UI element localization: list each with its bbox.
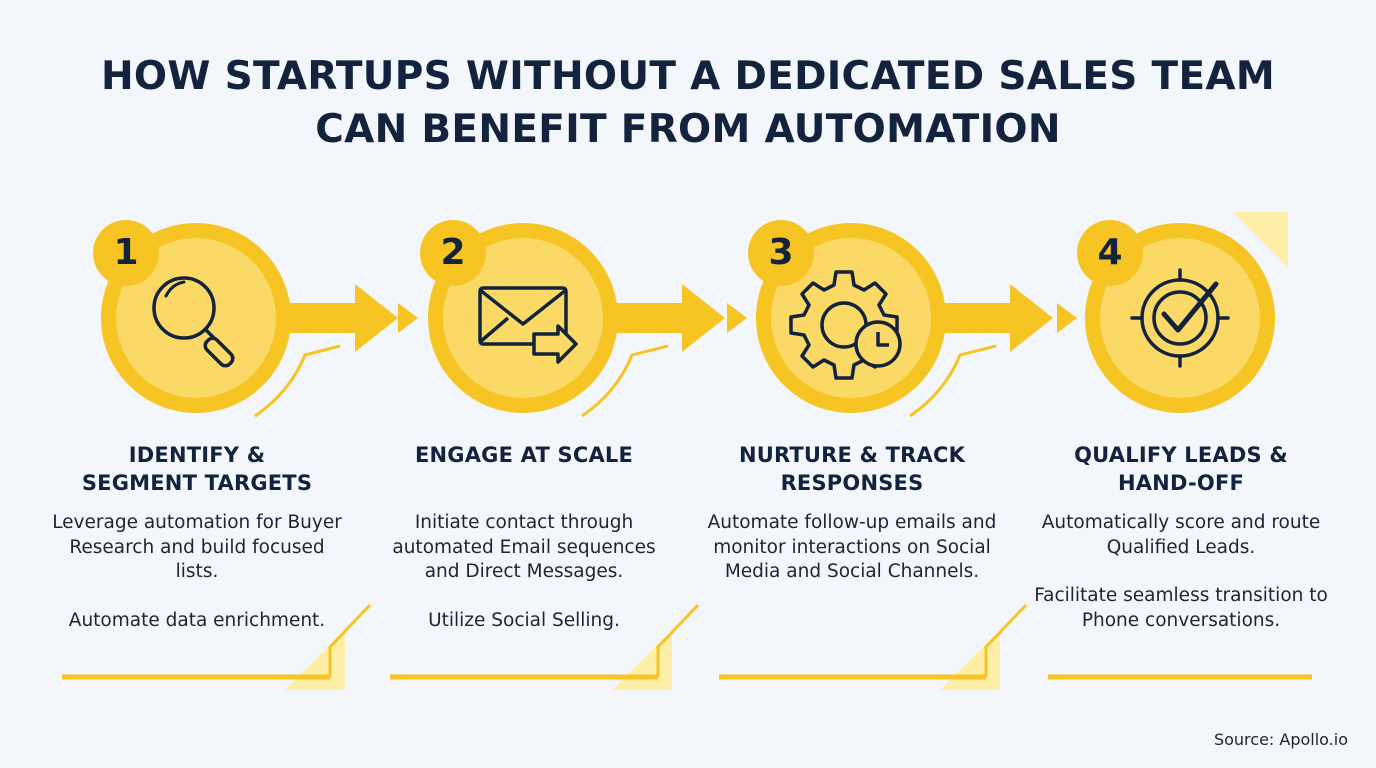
step-heading-3-line-2: RESPONSES <box>780 471 924 495</box>
connector-arrow-3 <box>940 284 1077 352</box>
page-title-line-1: HOW STARTUPS WITHOUT A DEDICATED SALES T… <box>100 54 1275 99</box>
step-heading-1-line-2: SEGMENT TARGETS <box>81 471 313 495</box>
step-number-1: 1 <box>113 232 139 273</box>
step-heading-1: IDENTIFY & SEGMENT TARGETS <box>47 441 347 497</box>
step-heading-3: NURTURE & TRACK RESPONSES <box>702 441 1002 497</box>
step-number-badge-1 <box>93 220 159 286</box>
gear-clock-icon <box>789 270 902 380</box>
baseline-decoration-1 <box>62 603 372 690</box>
step-body-2-paragraph-2: Utilize Social Selling. <box>428 609 620 631</box>
step-body-4-paragraph-2: Facilitate seamless transition to Phone … <box>1034 585 1328 631</box>
step-body-2: Initiate contact through automated Email… <box>374 511 674 633</box>
step-heading-4: QUALIFY LEADS & HAND-OFF <box>1031 441 1331 497</box>
swoosh-decoration-1 <box>254 344 341 418</box>
step-heading-1-line-1: IDENTIFY & <box>128 443 266 467</box>
step-body-2-paragraph-1: Initiate contact through automated Email… <box>392 512 656 582</box>
step-number-3: 3 <box>768 232 794 273</box>
swoosh-decoration-3 <box>909 344 997 418</box>
step-heading-3-line-1: NURTURE & TRACK <box>738 443 966 467</box>
source-credit: Source: Apollo.io <box>1213 730 1348 749</box>
step-body-4-paragraph-1: Automatically score and route Qualified … <box>1041 512 1321 558</box>
step-number-2: 2 <box>440 232 466 273</box>
step-body-3: Automate follow-up emails and monitor in… <box>702 511 1002 585</box>
step-circle-4 <box>1077 220 1275 413</box>
baseline-decoration-2 <box>390 603 700 690</box>
step-number-badge-4 <box>1077 220 1143 286</box>
page-title-line-2: CAN BENEFIT FROM AUTOMATION <box>315 107 1061 152</box>
step-heading-2-line-1: ENGAGE AT SCALE <box>414 443 634 467</box>
step-heading-4-line-1: QUALIFY LEADS & <box>1074 443 1288 467</box>
magnifying-glass-icon <box>152 276 235 368</box>
target-check-icon <box>1130 268 1230 368</box>
step-number-badge-2 <box>420 220 486 286</box>
step-heading-4-line-2: HAND-OFF <box>1117 471 1245 495</box>
step-body-4: Automatically score and route Qualified … <box>1031 511 1331 633</box>
step-body-1-paragraph-1: Leverage automation for Buyer Research a… <box>52 512 342 582</box>
page-title: HOW STARTUPS WITHOUT A DEDICATED SALES T… <box>40 50 1336 156</box>
step-body-3-paragraph-1: Automate follow-up emails and monitor in… <box>707 512 997 582</box>
step-number-4: 4 <box>1097 232 1123 273</box>
corner-decoration <box>1233 212 1288 267</box>
swoosh-decoration-2 <box>581 344 669 418</box>
step-body-1-paragraph-2: Automate data enrichment. <box>68 609 326 631</box>
step-number-badge-3 <box>748 220 814 286</box>
step-heading-2: ENGAGE AT SCALE <box>374 441 674 469</box>
envelope-arrow-icon <box>478 286 578 364</box>
connector-arrow-2 <box>612 284 747 352</box>
step-circle-1 <box>93 220 291 413</box>
connector-arrow-1 <box>285 284 418 352</box>
baseline-decoration-3 <box>719 603 1028 690</box>
step-body-1: Leverage automation for Buyer Research a… <box>47 511 347 633</box>
